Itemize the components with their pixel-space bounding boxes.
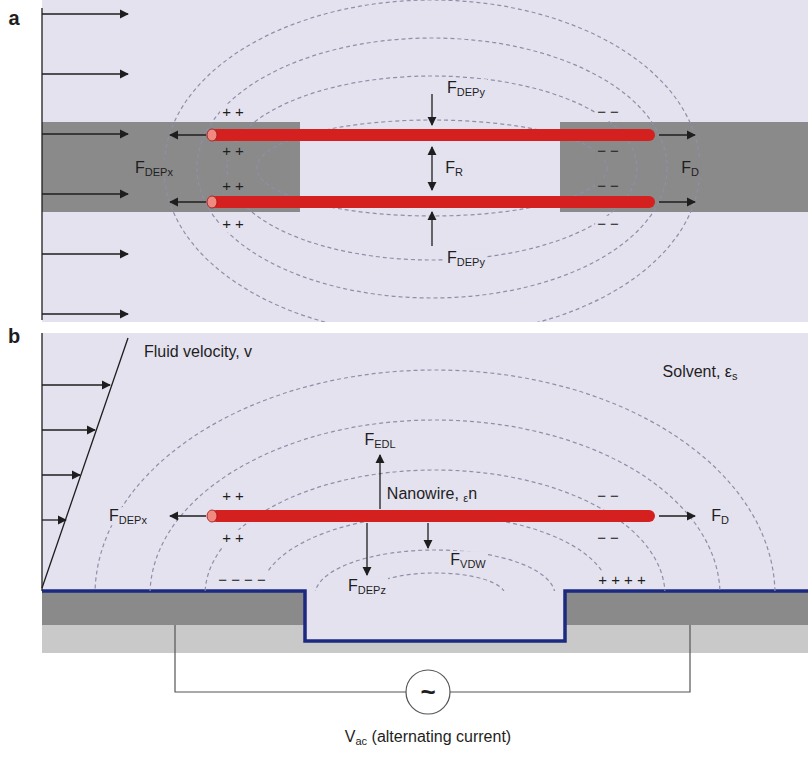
nanowires	[207, 129, 655, 208]
force-label: FDEPy	[445, 79, 487, 97]
left-electrode	[42, 591, 305, 625]
force-label: FEDL	[362, 431, 397, 449]
charge-sign: + +	[220, 104, 246, 121]
force-label: FVDW	[448, 551, 487, 569]
force-label: FDEPx	[133, 159, 175, 177]
subscript: D	[691, 166, 699, 178]
charge-sign: − −	[595, 178, 621, 195]
solvent-region	[42, 0, 808, 322]
force-label: FDEPx	[107, 507, 149, 525]
force-label: FD	[679, 159, 701, 177]
source-label: Vac (alternating current)	[343, 728, 513, 746]
charge-sign: − −	[595, 104, 621, 121]
insulating-layer	[42, 591, 808, 641]
field-lines	[95, 370, 775, 591]
field-lines	[164, 0, 700, 322]
subscript: s	[732, 370, 738, 382]
charge-sign: + +	[220, 488, 246, 505]
part-label: Nanowire, εn	[385, 485, 479, 503]
charge-sign: − −	[595, 530, 621, 547]
charge-sign: − −	[595, 488, 621, 505]
force-label: FDEPy	[445, 249, 487, 267]
charge-sign: − − − −	[216, 572, 268, 589]
ac-wiring	[175, 625, 690, 714]
subscript: D	[721, 514, 729, 526]
subscript: R	[455, 166, 463, 178]
charge-sign: + +	[220, 530, 246, 547]
charge-sign: + +	[220, 143, 246, 160]
right-electrode	[565, 591, 808, 625]
subscript: ac	[355, 735, 367, 747]
ac-symbol: ~	[418, 678, 437, 707]
charge-sign: − −	[595, 216, 621, 233]
solvent-region	[42, 333, 808, 591]
region-label: Solvent, εs	[661, 363, 740, 381]
charge-sign: + +	[220, 178, 246, 195]
subscript: DEPy	[457, 256, 485, 268]
force-label: FDEPz	[346, 577, 388, 595]
charge-sign: − −	[595, 143, 621, 160]
nanowire	[207, 510, 655, 522]
panel-letter: b	[6, 325, 22, 347]
force-arrows	[170, 94, 695, 246]
panel-letter: a	[6, 7, 21, 29]
velocity-profile	[42, 385, 110, 520]
subscript: DEPy	[457, 86, 485, 98]
charge-sign: + +	[220, 216, 246, 233]
charge-sign: + + + +	[596, 572, 648, 589]
subscript: DEPx	[145, 166, 173, 178]
subscript: EDL	[374, 438, 395, 450]
subscript: VDW	[460, 558, 486, 570]
subscript: DEPx	[119, 514, 147, 526]
force-label: FR	[443, 159, 465, 177]
velocity-profile	[42, 14, 128, 314]
axis-label: Fluid velocity, v	[142, 343, 254, 361]
subscript: DEPz	[358, 584, 386, 596]
substrate	[42, 625, 808, 653]
subscript: ε	[463, 492, 468, 504]
force-label: FD	[709, 507, 731, 525]
force-arrows	[170, 455, 695, 575]
